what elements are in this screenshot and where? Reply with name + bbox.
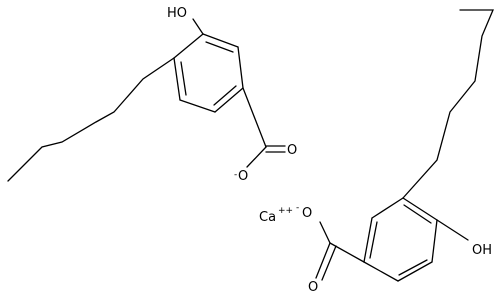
bottom-carboxylate-charge: - xyxy=(296,203,299,213)
bottom-oh-bond xyxy=(436,219,469,241)
top-molecule: HO O - O xyxy=(7,6,297,184)
bottom-hexyl-chain xyxy=(402,9,494,199)
top-hexyl-chain xyxy=(7,57,175,182)
top-benzene-ring xyxy=(173,33,244,113)
top-hydroxyl-label: HO xyxy=(167,6,187,21)
bottom-carbonyl-oxygen: O xyxy=(308,280,318,293)
bottom-molecule: OH O - O xyxy=(296,9,494,293)
calcium-symbol: Ca xyxy=(259,210,276,225)
bottom-carboxyl-bond xyxy=(329,242,365,263)
top-oh-bond xyxy=(192,18,204,35)
calcium-charge: ++ xyxy=(278,206,293,216)
top-carboxyl-bond xyxy=(242,87,267,148)
bottom-carbonyl-bond-1 xyxy=(315,242,331,279)
bottom-benzene-ring xyxy=(363,197,438,282)
bottom-carbonyl-bond-2 xyxy=(321,245,337,281)
calcium-ion: Ca ++ xyxy=(259,206,293,225)
top-carbonyl-oxygen: O xyxy=(287,143,297,158)
top-carboxylate-o-bond xyxy=(246,146,267,168)
bottom-carboxylate-oxygen: O xyxy=(302,206,312,221)
bottom-hydroxyl-label: OH xyxy=(472,243,492,258)
bottom-carboxylate-o-bond xyxy=(319,221,331,244)
top-carboxylate-charge: - xyxy=(234,170,237,180)
top-carboxylate-oxygen: O xyxy=(238,169,248,184)
